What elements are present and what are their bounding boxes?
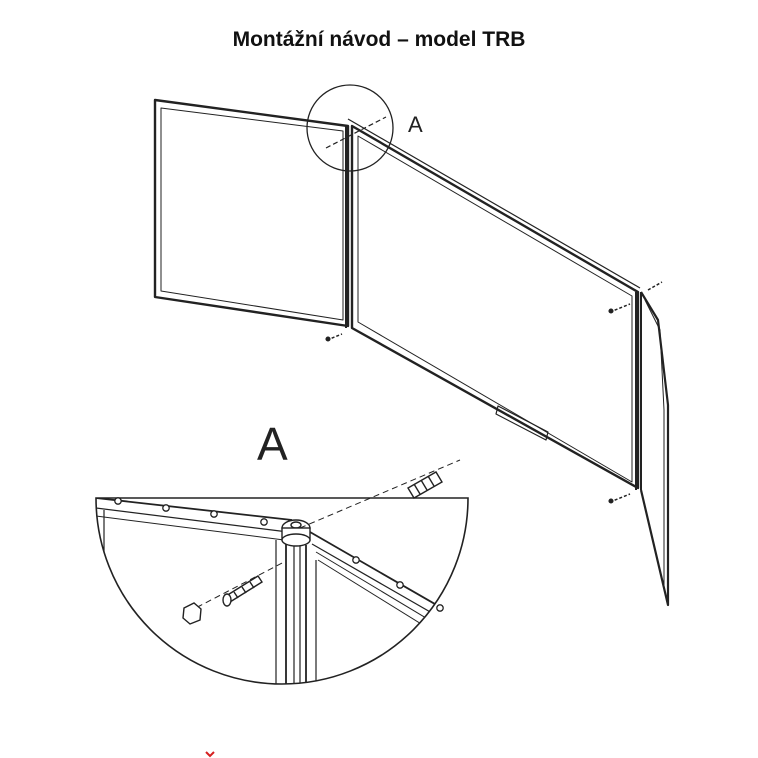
right-panel	[635, 291, 670, 607]
detail-heading: A	[257, 418, 288, 470]
wall-plug-icon	[407, 471, 443, 499]
screw-icon	[325, 333, 343, 342]
middle-panel	[347, 118, 641, 490]
detail-circle	[306, 84, 394, 172]
screw-icon	[608, 303, 631, 314]
left-panel	[153, 98, 350, 328]
page-title: Montážní návod – model TRB	[232, 28, 526, 51]
corner-joint	[281, 519, 311, 547]
red-mark	[205, 751, 215, 758]
screw-icon	[608, 493, 631, 504]
screw-icon	[647, 281, 663, 291]
screw-icon	[222, 575, 263, 607]
screw-cap-icon	[182, 602, 202, 625]
detail-marker-label: A	[408, 112, 423, 137]
detail-view	[95, 459, 469, 685]
